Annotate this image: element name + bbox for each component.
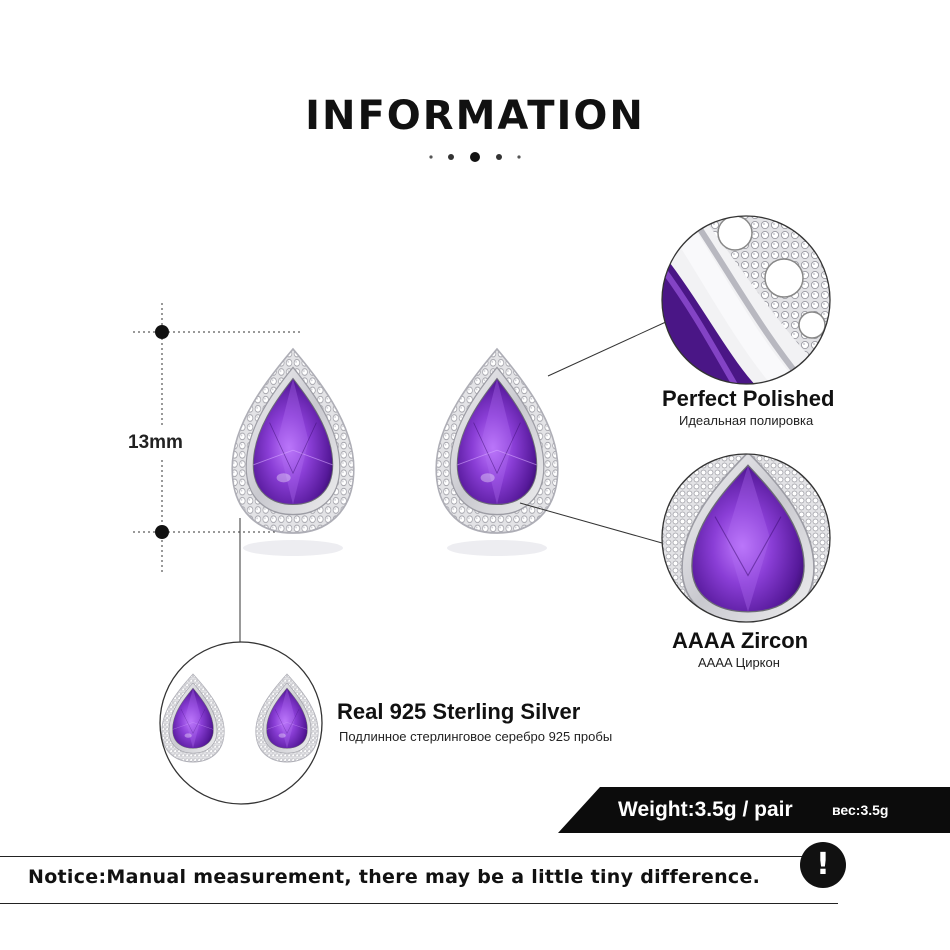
- weight-ru-text: вес:3.5g: [832, 802, 889, 818]
- measurement-guides: [133, 303, 300, 572]
- feature-silver-subtitle: Подлинное стерлинговое серебро 925 пробы: [339, 729, 613, 744]
- size-label: 13mm: [128, 432, 183, 453]
- page-title: INFORMATION: [305, 93, 645, 139]
- feature-polished-subtitle: Идеальная полировка: [679, 413, 814, 428]
- weight-banner: [558, 787, 950, 833]
- zoom-silver: [160, 642, 322, 804]
- feature-polished-title: Perfect Polished: [662, 386, 835, 411]
- notice-text: Notice:Manual measurement, there may be …: [28, 866, 761, 888]
- feature-zircon-subtitle: AAAA Циркон: [698, 655, 780, 670]
- feature-zircon-title: AAAA Zircon: [672, 628, 809, 653]
- right-earring: [436, 349, 558, 533]
- feature-silver-title: Real 925 Sterling Silver: [337, 699, 581, 724]
- measure-bottom-dot: [155, 525, 169, 539]
- measure-top-dot: [155, 325, 169, 339]
- zoom-polished: [662, 216, 830, 384]
- left-earring: [232, 349, 354, 533]
- notice-box: [0, 856, 838, 904]
- weight-text: Weight:3.5g / pair: [618, 798, 793, 821]
- callout-line-zircon: [519, 502, 663, 544]
- exclamation-icon: !: [800, 842, 846, 888]
- title-dots-divider: [429, 152, 521, 162]
- zoom-zircon: [662, 454, 830, 622]
- callout-line-polished: [547, 320, 669, 377]
